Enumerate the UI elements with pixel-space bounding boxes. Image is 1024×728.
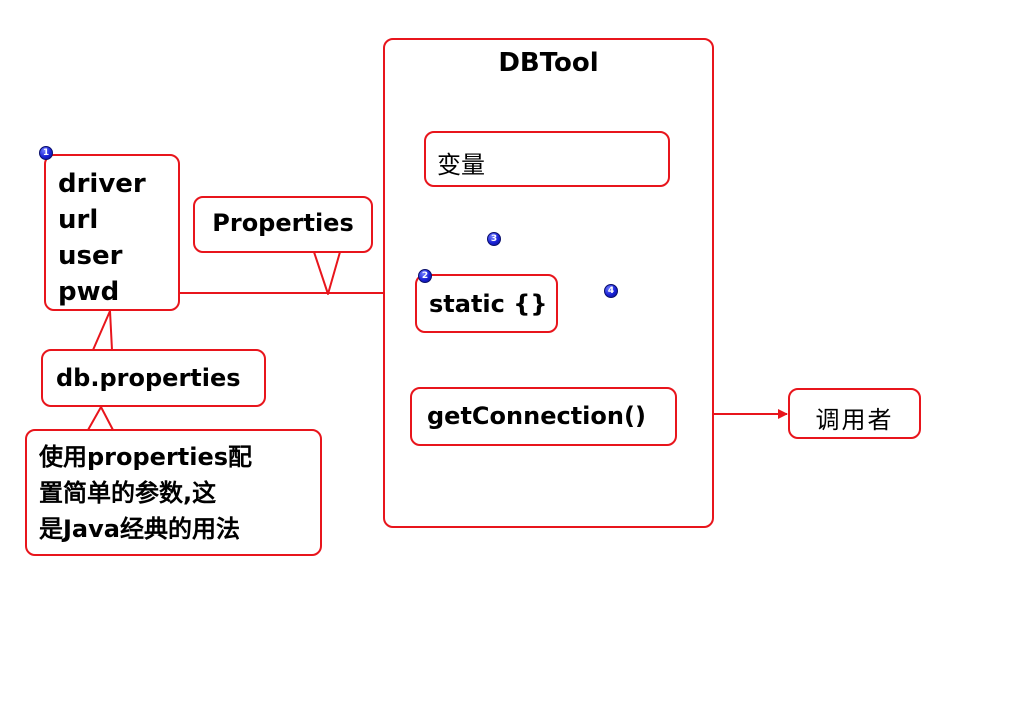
get-connection-box: getConnection() [410, 387, 677, 446]
config-line-pwd: pwd [58, 277, 120, 307]
note-callout-tail [87, 406, 114, 431]
properties-callout: Properties [193, 196, 373, 253]
properties-callout-label: Properties [212, 209, 354, 237]
caller-box: 调用者 [788, 388, 921, 439]
step-badge-3: 3 [487, 232, 501, 246]
note-callout-line-3: 是Java经典的用法 [39, 515, 240, 543]
config-values-box: driver url user pwd [44, 154, 180, 311]
variable-box-label: 变量 [437, 151, 485, 179]
variable-box: 变量 [424, 131, 670, 187]
static-block-box: static {} [415, 274, 558, 333]
get-connection-label: getConnection() [427, 402, 646, 430]
step-badge-2: 2 [418, 269, 432, 283]
step-badge-1: 1 [39, 146, 53, 160]
db-properties-callout: db.properties [41, 349, 266, 407]
properties-callout-tail [313, 251, 341, 295]
note-callout-line-1: 使用properties配 [39, 443, 253, 471]
db-properties-callout-label: db.properties [56, 364, 241, 392]
note-callout-line-2: 置简单的参数,这 [39, 479, 217, 507]
config-line-url: url [58, 205, 99, 235]
config-line-driver: driver [58, 169, 146, 199]
caller-box-label: 调用者 [815, 406, 894, 434]
note-callout: 使用properties配 置简单的参数,这 是Java经典的用法 [25, 429, 322, 556]
config-line-user: user [58, 241, 123, 271]
step-badge-4: 4 [604, 284, 618, 298]
dbtool-title: DBTool [498, 48, 599, 78]
db-properties-callout-tail [92, 310, 113, 351]
static-block-label: static {} [429, 290, 548, 318]
